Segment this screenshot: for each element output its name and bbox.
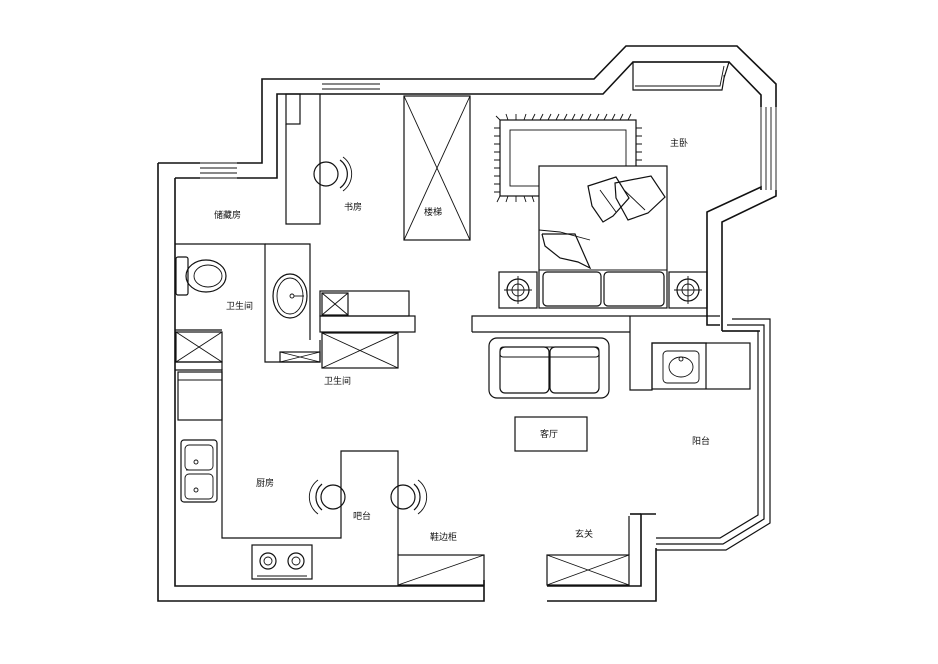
label-living-room: 客厅	[540, 428, 558, 440]
double-sink-icon	[180, 439, 218, 503]
study-chair-icon	[313, 156, 353, 192]
nightstand-right	[668, 271, 708, 309]
label-balcony: 阳台	[692, 435, 710, 447]
outer-walls	[157, 45, 777, 602]
entrance-cabinet	[546, 516, 630, 586]
label-study: 书房	[344, 201, 362, 213]
balcony-basin	[651, 342, 751, 390]
bathroom-1-fixtures	[175, 256, 227, 363]
label-shoe-cabinet: 鞋边柜	[430, 531, 457, 543]
shoe-cabinet	[397, 554, 485, 586]
label-entrance: 玄关	[575, 528, 593, 540]
label-bathroom-2: 卫生间	[324, 375, 351, 387]
bathroom-2-fixtures	[272, 273, 399, 369]
sink-icon	[272, 273, 308, 319]
kitchen-counters	[175, 369, 399, 580]
coffee-table	[514, 416, 588, 452]
label-stairs: 楼梯	[424, 206, 442, 218]
label-storage: 储藏房	[214, 209, 241, 221]
bar-stools	[308, 479, 428, 515]
stove-icon	[251, 544, 313, 580]
toilet-icon	[175, 256, 227, 296]
label-bar: 吧台	[353, 510, 371, 522]
balcony-railing	[656, 318, 771, 551]
label-bathroom-1: 卫生间	[226, 300, 253, 312]
label-master-bedroom: 主卧	[670, 137, 688, 149]
bay-window-bench	[632, 61, 730, 91]
stairs	[403, 95, 471, 241]
label-kitchen: 厨房	[256, 477, 274, 489]
bed	[538, 165, 668, 309]
sofa	[488, 337, 610, 399]
nightstand-left	[498, 271, 538, 309]
windows	[200, 75, 777, 190]
